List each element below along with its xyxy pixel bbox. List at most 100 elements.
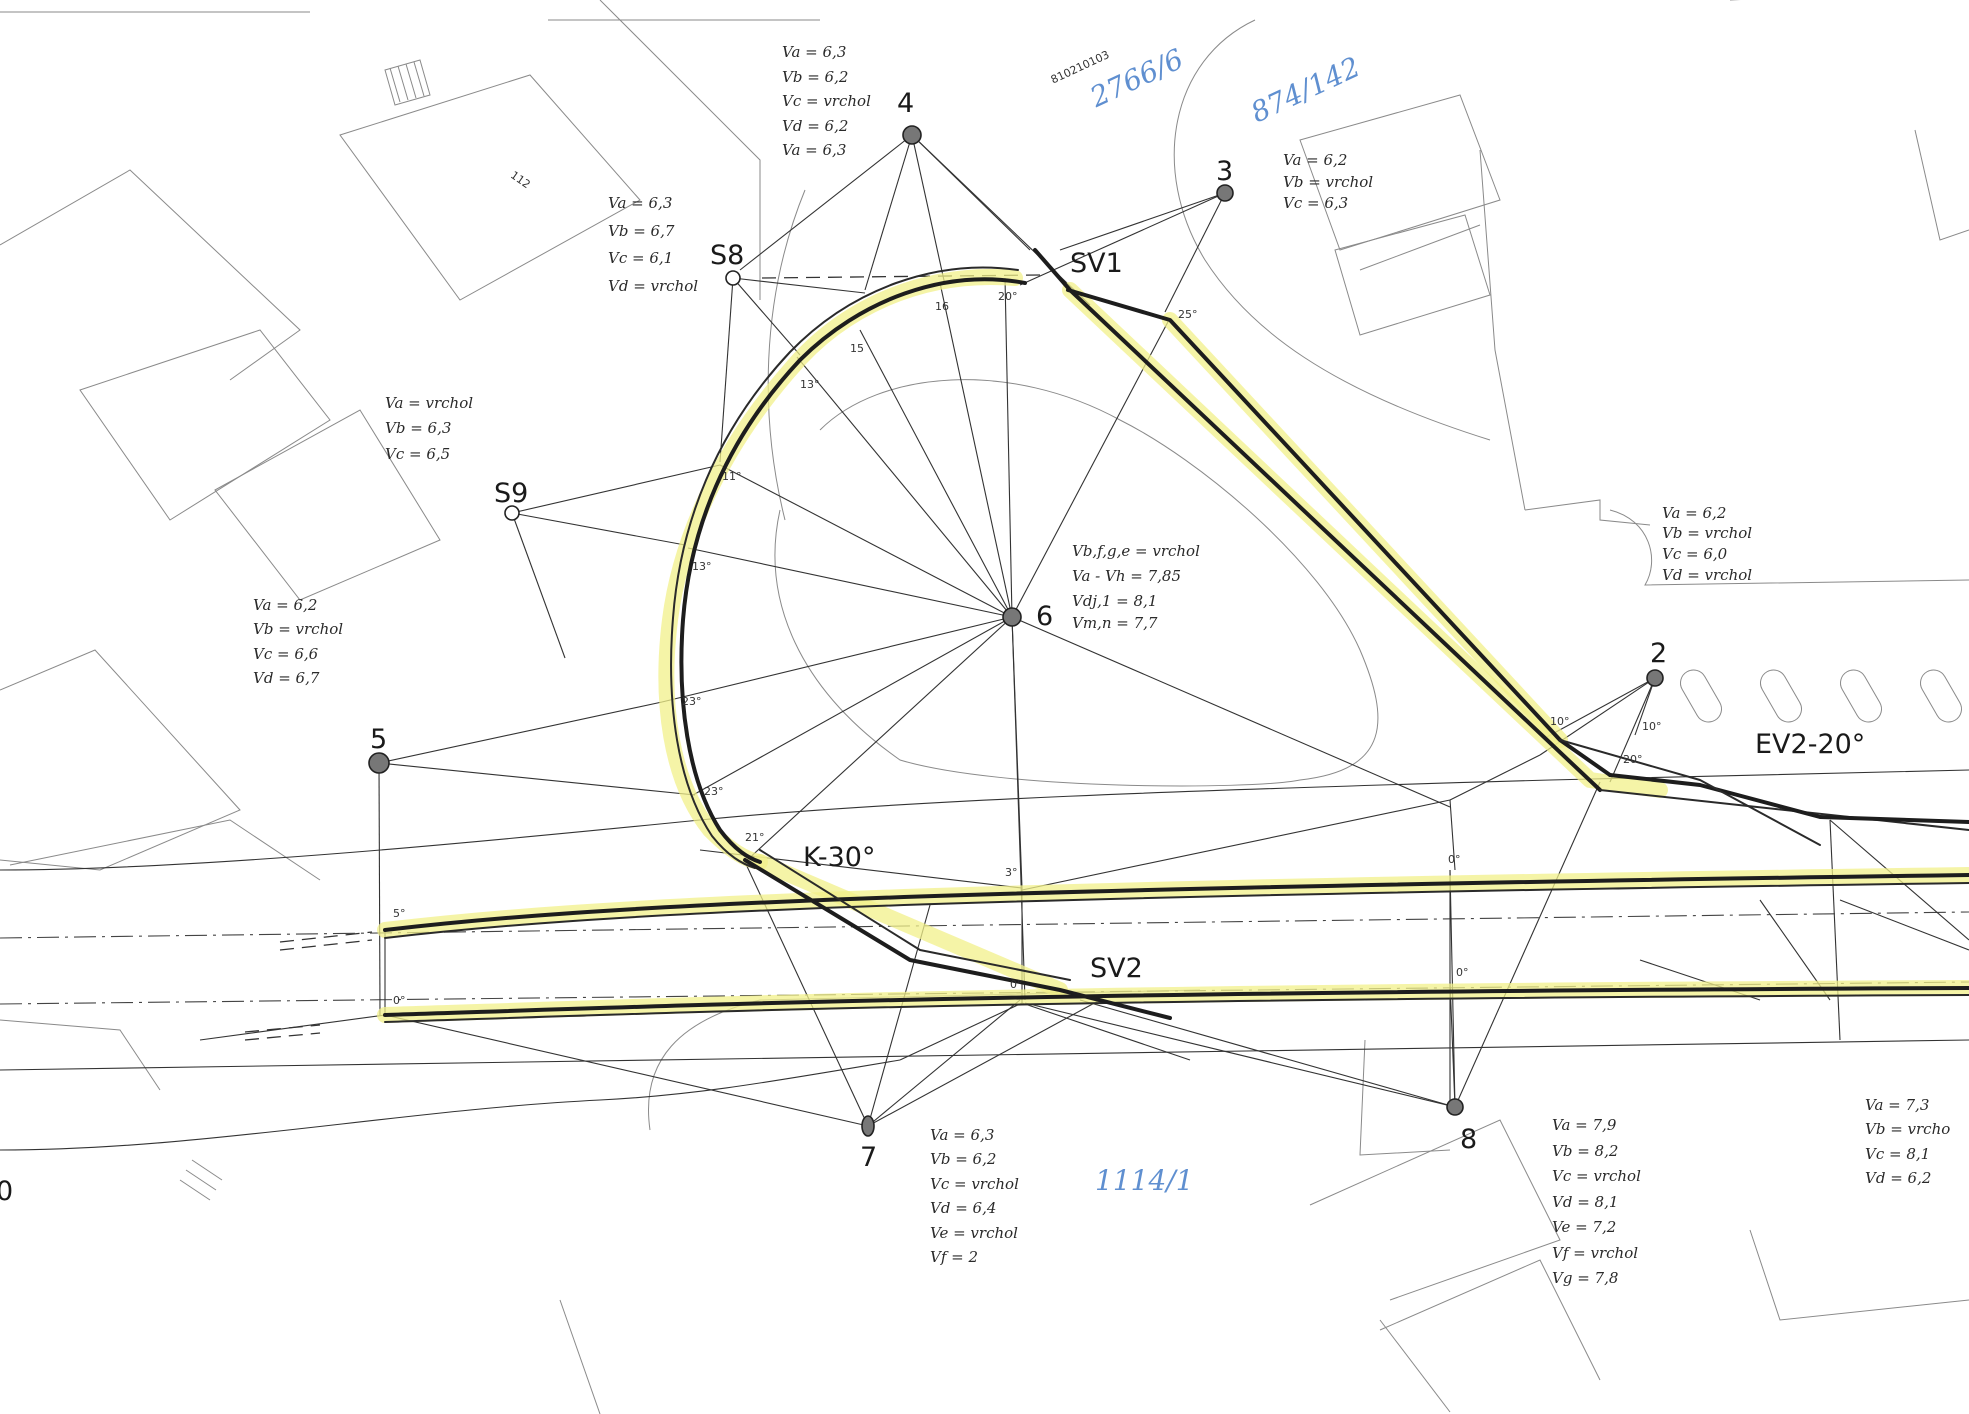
trolley-wires — [383, 248, 1969, 1023]
highlight-layer — [377, 269, 1969, 1023]
pole-5 — [368, 752, 390, 774]
angle-0d: 0° — [1456, 966, 1469, 979]
pole-4-label: 4 — [897, 88, 914, 119]
svg-text:Vd = 6,2: Vd = 6,2 — [1865, 1169, 1931, 1187]
svg-text:Vb = vrchol: Vb = vrchol — [1283, 173, 1373, 191]
pole-3 — [1216, 184, 1234, 202]
device-labels: SV1 SV2 K-30° EV2-20° 0 — [0, 248, 1865, 1207]
svg-text:Vb = vrchol: Vb = vrchol — [253, 620, 343, 638]
angle-5: 5° — [393, 907, 406, 920]
span-wires — [199, 134, 1969, 1127]
angle-25: 25° — [1178, 308, 1198, 321]
angle-16: 16 — [935, 300, 949, 313]
angle-13b: 13° — [692, 560, 712, 573]
svg-text:Vf = 2: Vf = 2 — [930, 1248, 978, 1266]
note-pole-8: Va = 7,9 Vb = 8,2 Vc = vrchol Vd = 8,1 V… — [1552, 1116, 1641, 1287]
svg-text:Va - Vh = 7,85: Va - Vh = 7,85 — [1072, 567, 1181, 585]
parcel-874: 874/142 — [1246, 50, 1365, 129]
svg-text:Va = 6,2: Va = 6,2 — [253, 596, 317, 614]
angle-0a: 0° — [393, 994, 406, 1007]
svg-text:Va = 7,3: Va = 7,3 — [1865, 1096, 1929, 1114]
note-pole-4: Va = 6,3 Vb = 6,2 Vc = vrchol Vd = 6,2 V… — [782, 43, 871, 159]
svg-text:Vd = 6,2: Vd = 6,2 — [782, 117, 848, 135]
svg-text:Vc = vrchol: Vc = vrchol — [782, 92, 871, 110]
angle-10a: 10° — [1550, 715, 1570, 728]
pole-4 — [902, 125, 922, 145]
note-pole-5: Va = 6,2 Vb = vrchol Vc = 6,6 Vd = 6,7 — [253, 596, 343, 687]
road-edges — [0, 274, 1969, 1151]
angle-11: 11° — [722, 470, 742, 483]
label-k30: K-30° — [803, 842, 875, 873]
svg-text:Vb = 6,2: Vb = 6,2 — [782, 68, 848, 86]
svg-text:Vc = vrchol: Vc = vrchol — [1552, 1167, 1641, 1185]
svg-text:Vf = vrchol: Vf = vrchol — [1552, 1244, 1638, 1262]
svg-text:Vd = vrchol: Vd = vrchol — [1662, 566, 1752, 584]
note-right-edge: Va = 7,3 Vb = vrcho Vc = 8,1 Vd = 6,2 — [1865, 1096, 1950, 1187]
svg-text:Vc = 6,6: Vc = 6,6 — [253, 645, 319, 663]
parcel-numbers: 112 810210103 2766/6 874/142 1114/1 — [508, 42, 1365, 1197]
svg-text:Va = 6,2: Va = 6,2 — [1283, 151, 1347, 169]
svg-text:Vdj,1 = 8,1: Vdj,1 = 8,1 — [1072, 592, 1157, 610]
pole-3-label: 3 — [1216, 156, 1233, 187]
label-sv2: SV2 — [1090, 953, 1143, 984]
svg-text:Vb = 6,7: Vb = 6,7 — [608, 222, 675, 240]
pole-s8 — [725, 270, 741, 286]
svg-text:Vd = vrchol: Vd = vrchol — [608, 277, 698, 295]
parcel-112: 112 — [508, 169, 533, 192]
svg-text:Va = 6,3: Va = 6,3 — [608, 194, 672, 212]
label-ev2: EV2-20° — [1755, 729, 1865, 760]
svg-text:Va = 6,3: Va = 6,3 — [782, 141, 846, 159]
svg-text:Vb,f,g,e = vrchol: Vb,f,g,e = vrchol — [1072, 542, 1200, 560]
svg-text:Va = 6,2: Va = 6,2 — [1662, 504, 1726, 522]
note-pole-6: Vb,f,g,e = vrchol Va - Vh = 7,85 Vdj,1 =… — [1072, 542, 1200, 632]
svg-text:Vg = 7,8: Vg = 7,8 — [1552, 1269, 1618, 1287]
angle-20: 20° — [998, 290, 1018, 303]
angle-0b: 0° — [1010, 978, 1023, 991]
svg-text:Vc = 6,3: Vc = 6,3 — [1283, 194, 1348, 212]
svg-text:Vc = 6,1: Vc = 6,1 — [608, 249, 673, 267]
svg-text:Vc = 6,0: Vc = 6,0 — [1662, 545, 1728, 563]
angle-23a: 23° — [682, 695, 702, 708]
svg-text:Vb = vrchol: Vb = vrchol — [1662, 524, 1752, 542]
pole-6-label: 6 — [1036, 601, 1053, 632]
angle-21: 21° — [745, 831, 765, 844]
pole-2-label: 2 — [1650, 638, 1667, 669]
note-pole-7: Va = 6,3 Vb = 6,2 Vc = vrchol Vd = 6,4 V… — [930, 1126, 1019, 1266]
label-sv1: SV1 — [1070, 248, 1123, 279]
pole-5-label: 5 — [370, 724, 387, 755]
pole-2 — [1646, 669, 1664, 687]
pole-8-label: 8 — [1460, 1124, 1477, 1155]
angle-3: 3° — [1005, 866, 1018, 879]
svg-text:Vb = 6,3: Vb = 6,3 — [385, 419, 451, 437]
svg-text:Vm,n = 7,7: Vm,n = 7,7 — [1072, 614, 1158, 632]
svg-text:Va = 7,9: Va = 7,9 — [1552, 1116, 1617, 1134]
parking-markers — [1680, 669, 1962, 723]
svg-text:Vb = 8,2: Vb = 8,2 — [1552, 1142, 1618, 1160]
svg-text:Vc = vrchol: Vc = vrchol — [930, 1175, 1019, 1193]
pole-7 — [861, 1115, 875, 1137]
svg-text:Vc = 8,1: Vc = 8,1 — [1865, 1145, 1930, 1163]
angle-0c: 0° — [1448, 853, 1461, 866]
svg-text:Vb = 6,2: Vb = 6,2 — [930, 1150, 996, 1168]
parcel-1114: 1114/1 — [1095, 1164, 1194, 1197]
pole-s9 — [504, 505, 520, 521]
angle-20b: 20° — [1623, 753, 1643, 766]
pole-s9-label: S9 — [494, 478, 528, 509]
poles — [368, 125, 1664, 1137]
svg-text:Vb = vrcho: Vb = vrcho — [1865, 1120, 1950, 1138]
note-pole-s8: Va = 6,3 Vb = 6,7 Vc = 6,1 Vd = vrchol — [608, 194, 698, 295]
note-pole-s9: Va = vrchol Vb = 6,3 Vc = 6,5 — [385, 394, 473, 463]
angle-10b: 10° — [1642, 720, 1662, 733]
pole-s8-label: S8 — [710, 240, 744, 271]
note-pole-3: Va = 6,2 Vb = vrchol Vc = 6,3 — [1283, 151, 1373, 212]
pole-6 — [1002, 607, 1022, 627]
svg-text:Va = 6,3: Va = 6,3 — [782, 43, 846, 61]
angle-15: 15 — [850, 342, 864, 355]
angle-13a: 13° — [800, 378, 820, 391]
svg-text:Va = 6,3: Va = 6,3 — [930, 1126, 994, 1144]
pole-8 — [1446, 1098, 1464, 1116]
svg-text:Va = vrchol: Va = vrchol — [385, 394, 473, 412]
svg-text:Ve = 7,2: Ve = 7,2 — [1552, 1218, 1616, 1236]
